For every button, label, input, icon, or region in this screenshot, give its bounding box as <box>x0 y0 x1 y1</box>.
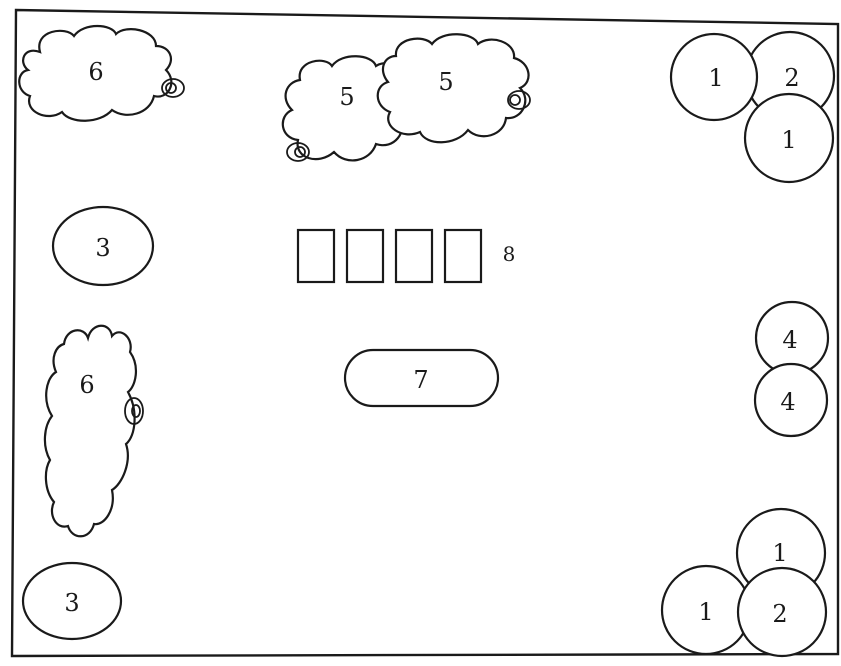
square-1 <box>298 230 334 282</box>
oval-7-label: 7 <box>413 366 428 394</box>
cloud-5-top-right-label: 5 <box>438 68 453 96</box>
cloud-5-top-right: 5 <box>378 34 530 142</box>
circle-group-right: 4 4 <box>755 302 828 436</box>
square-4 <box>445 230 481 282</box>
cloud-5-top-left-label: 5 <box>339 83 354 111</box>
circle-1-bottom-right-top: 1 <box>772 539 787 567</box>
cloud-6-top-left: 6 <box>19 26 184 121</box>
circle-2-bottom-right: 2 <box>772 600 787 628</box>
ellipse-3-left-upper-label: 3 <box>95 234 110 262</box>
square-3 <box>396 230 432 282</box>
circle-1-top-right-bottom: 1 <box>781 126 796 154</box>
ellipse-3-left-lower: 3 <box>23 563 121 639</box>
circle-1-bottom-right-left: 1 <box>698 598 713 626</box>
square-2 <box>347 230 383 282</box>
circle-group-top-right: 1 2 1 <box>671 32 834 182</box>
ellipse-3-left-upper: 3 <box>53 207 153 285</box>
squares-8: 8 <box>298 230 515 282</box>
circle-4-right-lower: 4 <box>780 388 795 416</box>
circle-2-top-right: 2 <box>784 64 799 92</box>
circle-1-top-right-left: 1 <box>708 64 723 92</box>
ellipse-3-left-lower-label: 3 <box>64 589 79 617</box>
oval-7: 7 <box>345 350 498 406</box>
cloud-6-left-label: 6 <box>79 371 94 399</box>
circle-4-right-upper: 4 <box>782 326 797 354</box>
squares-8-label: 8 <box>503 242 516 266</box>
cloud-6-top-left-label: 6 <box>88 58 103 86</box>
circle-group-bottom-right: 1 1 2 <box>662 509 826 656</box>
cloud-6-left: 6 <box>45 326 143 537</box>
